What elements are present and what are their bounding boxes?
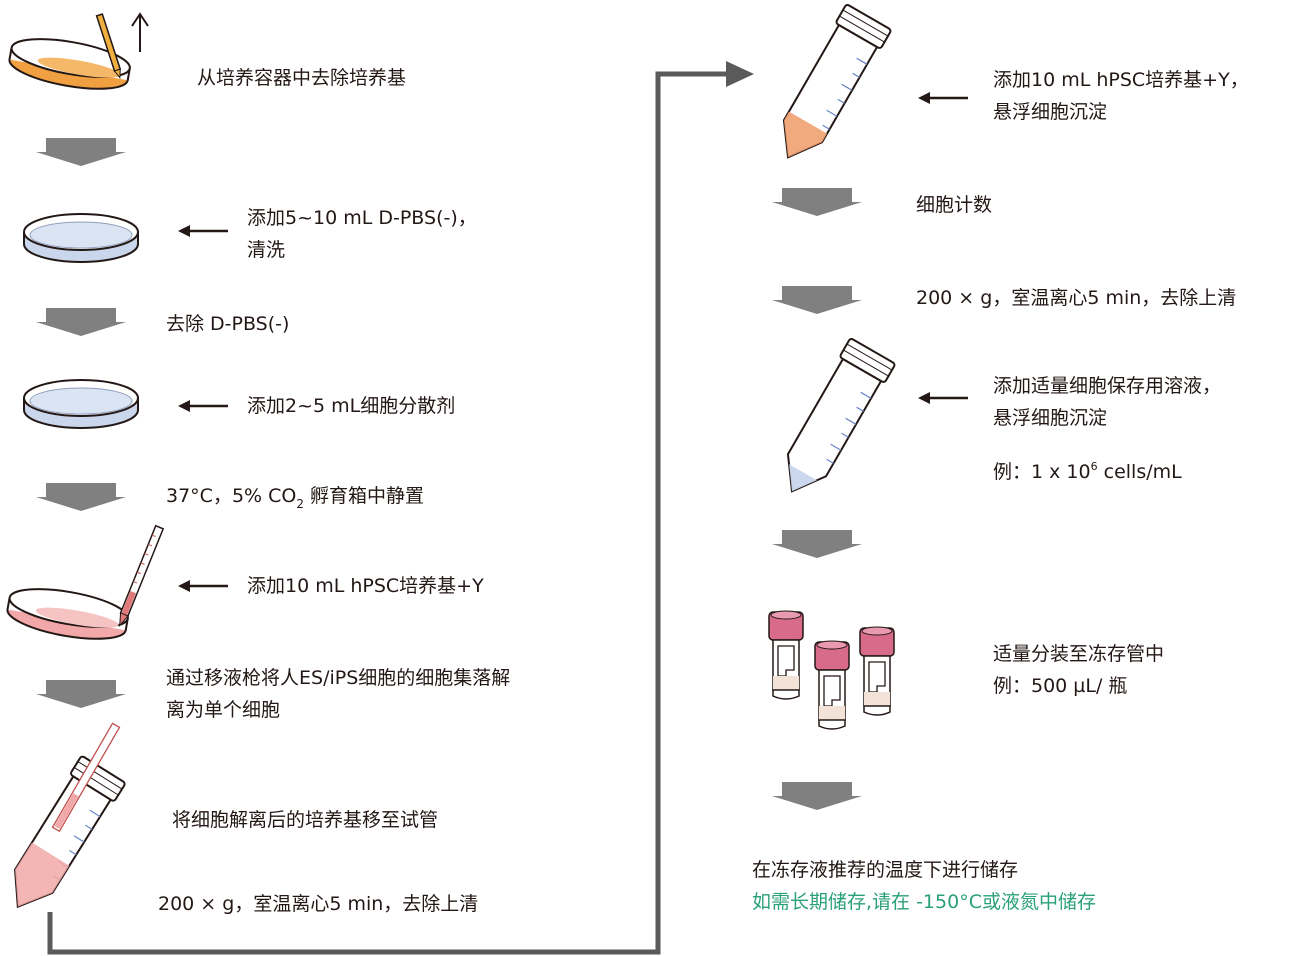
- tilted-dish-pipette-icon: [6, 524, 165, 640]
- petri-dish-pipette-icon: [8, 12, 149, 90]
- step-preservation-example: 例：1 x 106 cells/mL: [993, 456, 1182, 491]
- step-add-dpbs-line1: 添加5~10 mL D-PBS(-)，: [247, 207, 477, 229]
- petri-dish-icon: [23, 213, 139, 263]
- storage-long-term-note: 如需长期储存,请在 -150°C或液氮中储存: [752, 891, 1096, 913]
- conical-tube-icon: [764, 2, 893, 172]
- step-dissociate: 通过移液枪将人ES/iPS细胞的细胞集落解 离为单个细胞: [166, 662, 510, 726]
- step-add-preservation-line1: 添加适量细胞保存用溶液，: [993, 375, 1222, 397]
- step-resuspend: 添加10 mL hPSC培养基+Y， 悬浮细胞沉淀: [993, 64, 1249, 128]
- step-incubate-rest: 孵育箱中静置: [304, 485, 425, 507]
- step-storage-line1: 在冻存液推荐的温度下进行储存: [752, 859, 1019, 881]
- step-centrifuge-1: 200 × g，室温离心5 min，去除上清: [158, 893, 479, 915]
- co2-subscript: 2: [296, 497, 304, 511]
- block-arrow-icon: [36, 483, 126, 511]
- block-arrow-icon: [772, 188, 862, 216]
- example-text: 例：1 x 10: [993, 461, 1091, 483]
- block-arrow-icon: [36, 308, 126, 336]
- conical-tube-icon: [0, 722, 127, 922]
- step-aliquot: 适量分装至冻存管中 例：500 µL/ 瓶: [993, 638, 1164, 702]
- step-incubate-main: 37°C，5% CO: [166, 485, 297, 507]
- flow-connector-arrowhead: [726, 61, 754, 87]
- step-aliquot-line1: 适量分装至冻存管中: [993, 643, 1165, 665]
- block-arrow-icon: [36, 680, 126, 708]
- left-arrow-icon: [176, 578, 230, 594]
- cryovial-icon: [859, 626, 895, 716]
- block-arrow-icon: [772, 286, 862, 314]
- block-arrow-icon: [772, 530, 862, 558]
- step-add-preservation-line2: 悬浮细胞沉淀: [993, 407, 1108, 429]
- step-remove-dpbs: 去除 D-PBS(-): [166, 313, 290, 335]
- step-incubate: 37°C，5% CO2 孵育箱中静置: [166, 480, 424, 514]
- step-add-dpbs-line2: 清洗: [247, 239, 286, 261]
- cryovial-icon: [814, 640, 850, 730]
- step-transfer-tube: 将细胞解离后的培养基移至试管: [172, 809, 439, 831]
- step-add-hpsc-medium: 添加10 mL hPSC培养基+Y: [247, 575, 484, 597]
- conical-tube-icon: [768, 336, 897, 506]
- step-dissociate-line2: 离为单个细胞: [166, 699, 281, 721]
- step-add-preservation: 添加适量细胞保存用溶液， 悬浮细胞沉淀: [993, 370, 1221, 434]
- step-add-dissociation: 添加2~5 mL细胞分散剂: [247, 395, 456, 417]
- block-arrow-icon: [36, 138, 126, 166]
- example-unit: cells/mL: [1097, 461, 1182, 483]
- left-arrow-icon: [176, 223, 230, 239]
- step-dissociate-line1: 通过移液枪将人ES/iPS细胞的细胞集落解: [166, 667, 511, 689]
- exponent-superscript: 6: [1090, 460, 1098, 473]
- step-add-dpbs: 添加5~10 mL D-PBS(-)， 清洗: [247, 202, 477, 266]
- step-resuspend-line2: 悬浮细胞沉淀: [993, 101, 1108, 123]
- step-centrifuge-2: 200 × g，室温离心5 min，去除上清: [916, 287, 1237, 309]
- step-resuspend-line1: 添加10 mL hPSC培养基+Y，: [993, 69, 1249, 91]
- left-arrow-icon: [176, 398, 230, 414]
- step-remove-medium: 从培养容器中去除培养基: [197, 67, 407, 89]
- step-cell-count: 细胞计数: [916, 194, 993, 216]
- left-arrow-icon: [916, 390, 970, 406]
- flow-connector-line: [47, 71, 730, 955]
- block-arrow-icon: [772, 782, 862, 810]
- step-storage: 在冻存液推荐的温度下进行储存 如需长期储存,请在 -150°C或液氮中储存: [752, 854, 1096, 918]
- petri-dish-icon: [23, 379, 139, 429]
- step-aliquot-line2: 例：500 µL/ 瓶: [993, 675, 1128, 697]
- left-arrow-icon: [916, 90, 970, 106]
- cryovial-icon: [768, 610, 804, 700]
